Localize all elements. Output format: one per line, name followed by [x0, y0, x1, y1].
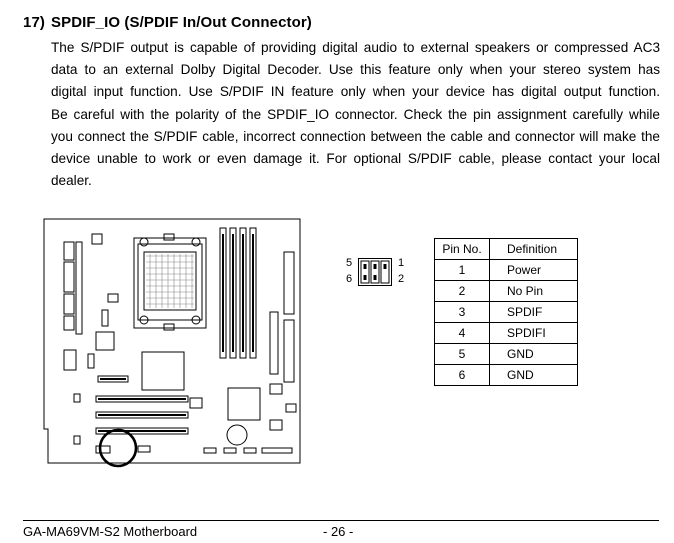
description-paragraph: The S/PDIF output is capable of providin…: [51, 37, 660, 192]
pin-number: 2: [434, 280, 490, 302]
pin-assignment-table: Pin No. Definition 1 Power 2 No Pin 3 SP…: [434, 238, 578, 386]
table-row: 6 GND: [434, 364, 578, 386]
pin-label: 5: [346, 257, 353, 269]
paragraph-line: digital input function. Use S/PDIF IN fe…: [51, 84, 660, 100]
table-row: 5 GND: [434, 343, 578, 365]
pin-number: 5: [434, 343, 490, 365]
paragraph-line: data to an external Dolby Digital Decode…: [51, 62, 660, 78]
table-row: 2 No Pin: [434, 280, 578, 302]
section-heading: 17) SPDIF_IO (S/PDIF In/Out Connector): [23, 14, 312, 31]
footer-model-name: GA-MA69VM-S2 Motherboard: [23, 524, 198, 539]
column-header: Pin No.: [434, 238, 490, 260]
pin-number: 3: [434, 301, 490, 323]
column-header: Definition: [489, 238, 578, 260]
paragraph-line: Be careful with the polarity of the SPDI…: [51, 106, 660, 122]
section-title: SPDIF_IO (S/PDIF In/Out Connector): [51, 14, 312, 31]
spdif-connector-diagram: 5 6 1 2: [342, 255, 412, 291]
pin-definition: SPDIF: [489, 301, 578, 323]
pin-label: 6: [346, 273, 353, 285]
table-row: 4 SPDIFI: [434, 322, 578, 344]
footer-page-number: - 26 -: [323, 524, 354, 539]
pin-definition: Power: [489, 259, 578, 281]
paragraph-line: device unable to work or even damage it.…: [51, 151, 660, 167]
table-row: 3 SPDIF: [434, 301, 578, 323]
pin-label: 2: [398, 273, 405, 285]
section-number: 17): [23, 14, 45, 31]
pin-label: 1: [398, 257, 405, 269]
pin-number: 6: [434, 364, 490, 386]
pin-definition: GND: [489, 364, 578, 386]
pin-definition: SPDIFI: [489, 322, 578, 344]
pin-number: 1: [434, 259, 490, 281]
footer-divider: [23, 520, 659, 521]
pin-number: 4: [434, 322, 490, 344]
table-row: 1 Power: [434, 259, 578, 281]
motherboard-diagram: [43, 218, 301, 468]
table-header-row: Pin No. Definition: [434, 238, 578, 260]
paragraph-line: The S/PDIF output is capable of providin…: [51, 40, 660, 55]
spdif-header-location: [95, 428, 138, 468]
connector-pins-icon: [358, 258, 392, 286]
paragraph-line: dealer.: [51, 173, 92, 189]
paragraph-line: you connect the S/PDIF cable, incorrect …: [51, 128, 660, 144]
pin-definition: GND: [489, 343, 578, 365]
pin-definition: No Pin: [489, 280, 578, 302]
